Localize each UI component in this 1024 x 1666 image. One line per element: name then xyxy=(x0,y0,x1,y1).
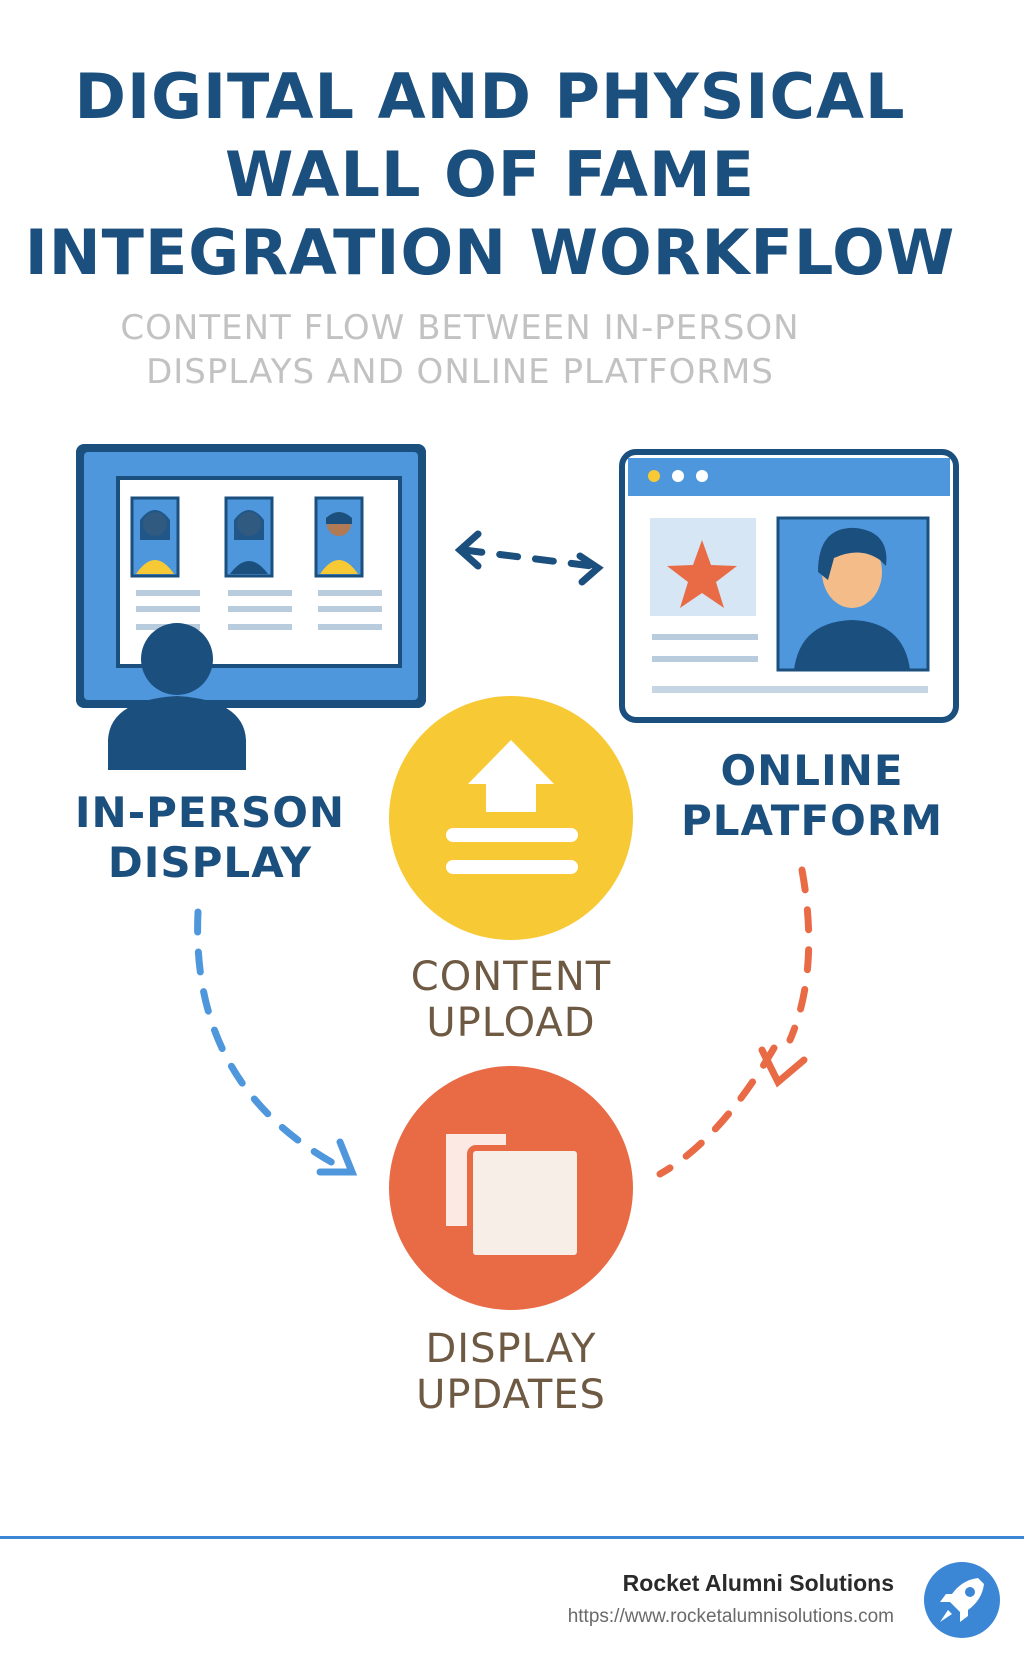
flow-arrow-orange xyxy=(656,866,813,1178)
rocket-icon xyxy=(924,1562,1000,1638)
title-line-2: WALL OF FAME xyxy=(224,138,756,211)
monitor-icon xyxy=(76,444,426,708)
brand-name: Rocket Alumni Solutions xyxy=(622,1570,894,1596)
label-in-person-display: IN-PERSON DISPLAY xyxy=(74,788,346,887)
documents-icon xyxy=(389,1066,633,1310)
label-content-upload: CONTENT UPLOAD xyxy=(410,954,612,1046)
label-online-platform: ONLINE PLATFORM xyxy=(681,746,943,845)
brand-url[interactable]: https://www.rocketalumnisolutions.com xyxy=(567,1606,894,1627)
star-icon xyxy=(667,540,737,608)
bidirectional-arrow xyxy=(454,530,604,586)
footer-divider xyxy=(0,1536,1024,1539)
label-display-updates: DISPLAY UPDATES xyxy=(416,1326,606,1418)
person-silhouette-icon xyxy=(108,623,246,770)
title-line-3: INTEGRATION WORKFLOW xyxy=(24,216,956,289)
subtitle-line-1: CONTENT FLOW BETWEEN IN-PERSON xyxy=(120,308,800,348)
title-line-1: DIGITAL AND PHYSICAL xyxy=(74,60,906,133)
browser-window-icon xyxy=(619,449,959,723)
upload-arrow-icon xyxy=(389,696,633,940)
page-subtitle: CONTENT FLOW BETWEEN IN-PERSON DISPLAYS … xyxy=(0,306,920,394)
page-title: DIGITAL AND PHYSICAL WALL OF FAME INTEGR… xyxy=(0,58,980,292)
workflow-diagram xyxy=(76,444,959,1310)
subtitle-line-2: DISPLAYS AND ONLINE PLATFORMS xyxy=(146,352,774,392)
flow-arrow-blue xyxy=(194,908,358,1176)
